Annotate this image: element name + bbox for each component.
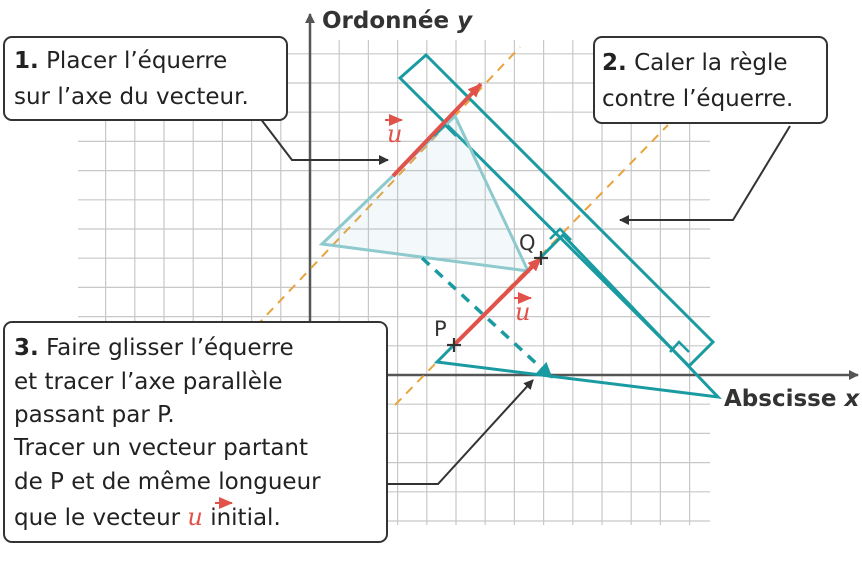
svg-text:u: u bbox=[387, 120, 402, 148]
ruler bbox=[397, 52, 716, 369]
point-p-label: P bbox=[434, 317, 447, 341]
sliding-arrow bbox=[420, 256, 554, 380]
vector-u-original bbox=[391, 82, 483, 178]
step-2-callout: 2. Caler la règle contre l’équerre. bbox=[593, 36, 828, 124]
svg-text:de P et de même longueur: de P et de même longueur bbox=[14, 469, 321, 495]
svg-text:u: u bbox=[515, 298, 530, 326]
point-p-marker bbox=[447, 338, 461, 352]
vector-u-label-top: u bbox=[385, 114, 403, 148]
svg-text:sur l’axe du vecteur.: sur l’axe du vecteur. bbox=[14, 84, 249, 110]
point-q-marker bbox=[534, 251, 548, 265]
right-angle-mark-initial bbox=[433, 123, 457, 137]
svg-text:Tracer un vecteur partant: Tracer un vecteur partant bbox=[13, 435, 308, 461]
set-square-initial bbox=[318, 113, 531, 273]
svg-text:3. Faire glisser l’équerre: 3. Faire glisser l’équerre bbox=[14, 335, 294, 361]
svg-text:contre l’équerre.: contre l’équerre. bbox=[602, 86, 793, 112]
pointer-step-3 bbox=[388, 379, 534, 485]
pointer-step-2 bbox=[619, 125, 791, 225]
svg-text:1. Placer l’équerre: 1. Placer l’équerre bbox=[14, 48, 227, 74]
pointer-step-1 bbox=[259, 117, 389, 165]
step-3-callout: 3. Faire glisser l’équerre et tracer l’a… bbox=[3, 321, 388, 543]
vector-u-label-mid: u bbox=[514, 292, 532, 326]
point-q-label: Q bbox=[519, 231, 536, 255]
guide-line-u-axis bbox=[244, 46, 521, 339]
svg-text:passant par P.: passant par P. bbox=[14, 402, 175, 428]
vector-u-from-p bbox=[452, 256, 543, 347]
svg-text:et tracer l’axe parallèle: et tracer l’axe parallèle bbox=[14, 369, 283, 395]
svg-text:que le vecteur u initial.: que le vecteur u initial. bbox=[14, 503, 281, 531]
svg-text:2. Caler la règle: 2. Caler la règle bbox=[602, 50, 788, 76]
y-axis-label: Ordonnée y bbox=[322, 8, 473, 34]
step-1-callout: 1. Placer l’équerre sur l’axe du vecteur… bbox=[3, 36, 288, 121]
x-axis-label: Abscisse x bbox=[724, 386, 860, 412]
right-angle-mark-moved bbox=[549, 227, 572, 241]
